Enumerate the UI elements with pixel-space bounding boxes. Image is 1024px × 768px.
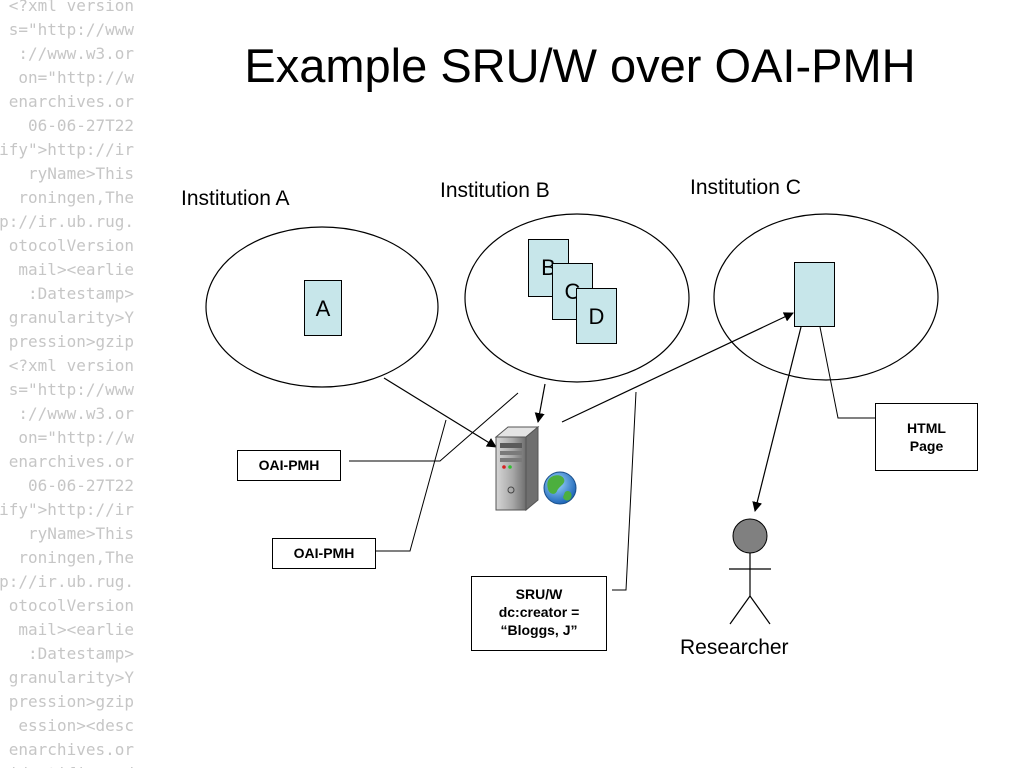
background-xml-line: tify">http://ir (0, 500, 134, 519)
background-xml-line: mail><earlie (18, 620, 134, 639)
html-page-callout: HTML Page (875, 403, 978, 471)
sru-query-callout: SRU/W dc:creator = “Bloggs, J” (471, 576, 607, 651)
arrow-c-to-researcher (752, 326, 802, 512)
arrow-server-to-c (561, 312, 794, 423)
background-xml-line: s="http://www (8, 380, 134, 399)
background-xml-line: ryName>This (28, 524, 134, 543)
background-xml-line: enarchives.or (8, 740, 134, 759)
background-xml-line: roningen,The (18, 188, 134, 207)
callout-connector-html (819, 326, 875, 419)
background-xml-line: on="http://w (18, 68, 134, 87)
background-xml-line: enarchives.or (8, 452, 134, 471)
html-page-document (794, 262, 835, 327)
sru-query-line-3: “Bloggs, J” (500, 622, 578, 638)
background-xml-line: pression>gzip (8, 332, 134, 351)
background-xml-line: p://ir.ub.rug. (0, 572, 134, 591)
background-xml-line: :Datestamp> (28, 644, 134, 663)
background-xml-line: enarchives.or (8, 92, 134, 111)
sru-query-line-2: dc:creator = (498, 604, 580, 620)
background-xml-line: otocolVersion (8, 596, 134, 615)
institution-a-label: Institution A (181, 187, 290, 210)
document-d: D (576, 288, 617, 344)
background-xml-line: s="http://www (8, 20, 134, 39)
sru-query-line-1: SRU/W (515, 586, 563, 602)
html-page-line-2: Page (909, 438, 944, 454)
background-xml-line: pression>gzip (8, 692, 134, 711)
stick-figure-person-icon (729, 518, 771, 625)
arrow-b-to-server (534, 383, 546, 423)
institution-c-label: Institution C (690, 176, 801, 199)
background-xml-line: on="http://w (18, 428, 134, 447)
background-xml-line: roningen,The (18, 548, 134, 567)
background-xml-line: ://www.w3.or (18, 404, 134, 423)
background-xml-line: 06-06-27T22 (28, 476, 134, 495)
background-xml-line: tify">http://ir (0, 140, 134, 159)
background-xml-line: otocolVersion (8, 236, 134, 255)
server-with-globe-icon (494, 425, 577, 512)
researcher-label: Researcher (680, 636, 789, 659)
background-xml-line: ://www.w3.or (18, 44, 134, 63)
background-xml-line: 06-06-27T22 (28, 116, 134, 135)
institution-b-label: Institution B (440, 179, 550, 202)
background-xml-line: mail><earlie (18, 260, 134, 279)
background-xml-line: p://ir.ub.rug. (0, 212, 134, 231)
background-xml-line: <?xml version (8, 0, 134, 15)
callout-connector-oai-pmh-2 (376, 419, 447, 552)
oai-pmh-callout-1: OAI-PMH (237, 450, 341, 481)
background-xml-line: ession><desc (18, 716, 134, 735)
background-xml-line: granularity>Y (8, 308, 134, 327)
callout-connector-oai-pmh-1 (349, 392, 519, 462)
background-xml-line: identifier><d (0, 762, 134, 768)
arrow-a-to-server (383, 377, 497, 448)
slide-title: Example SRU/W over OAI-PMH (244, 39, 916, 92)
background-xml-line: granularity>Y (8, 668, 134, 687)
html-page-line-1: HTML (907, 420, 946, 436)
background-xml-line: ryName>This (28, 164, 134, 183)
background-xml-line: <?xml version (8, 356, 134, 375)
background-xml-text: <?xml version s="http://www ://www.w3.or on… (0, 0, 134, 768)
background-xml-line: :Datestamp> (28, 284, 134, 303)
callout-connector-sru (612, 391, 637, 591)
document-a: A (304, 280, 342, 336)
oai-pmh-callout-2: OAI-PMH (272, 538, 376, 569)
